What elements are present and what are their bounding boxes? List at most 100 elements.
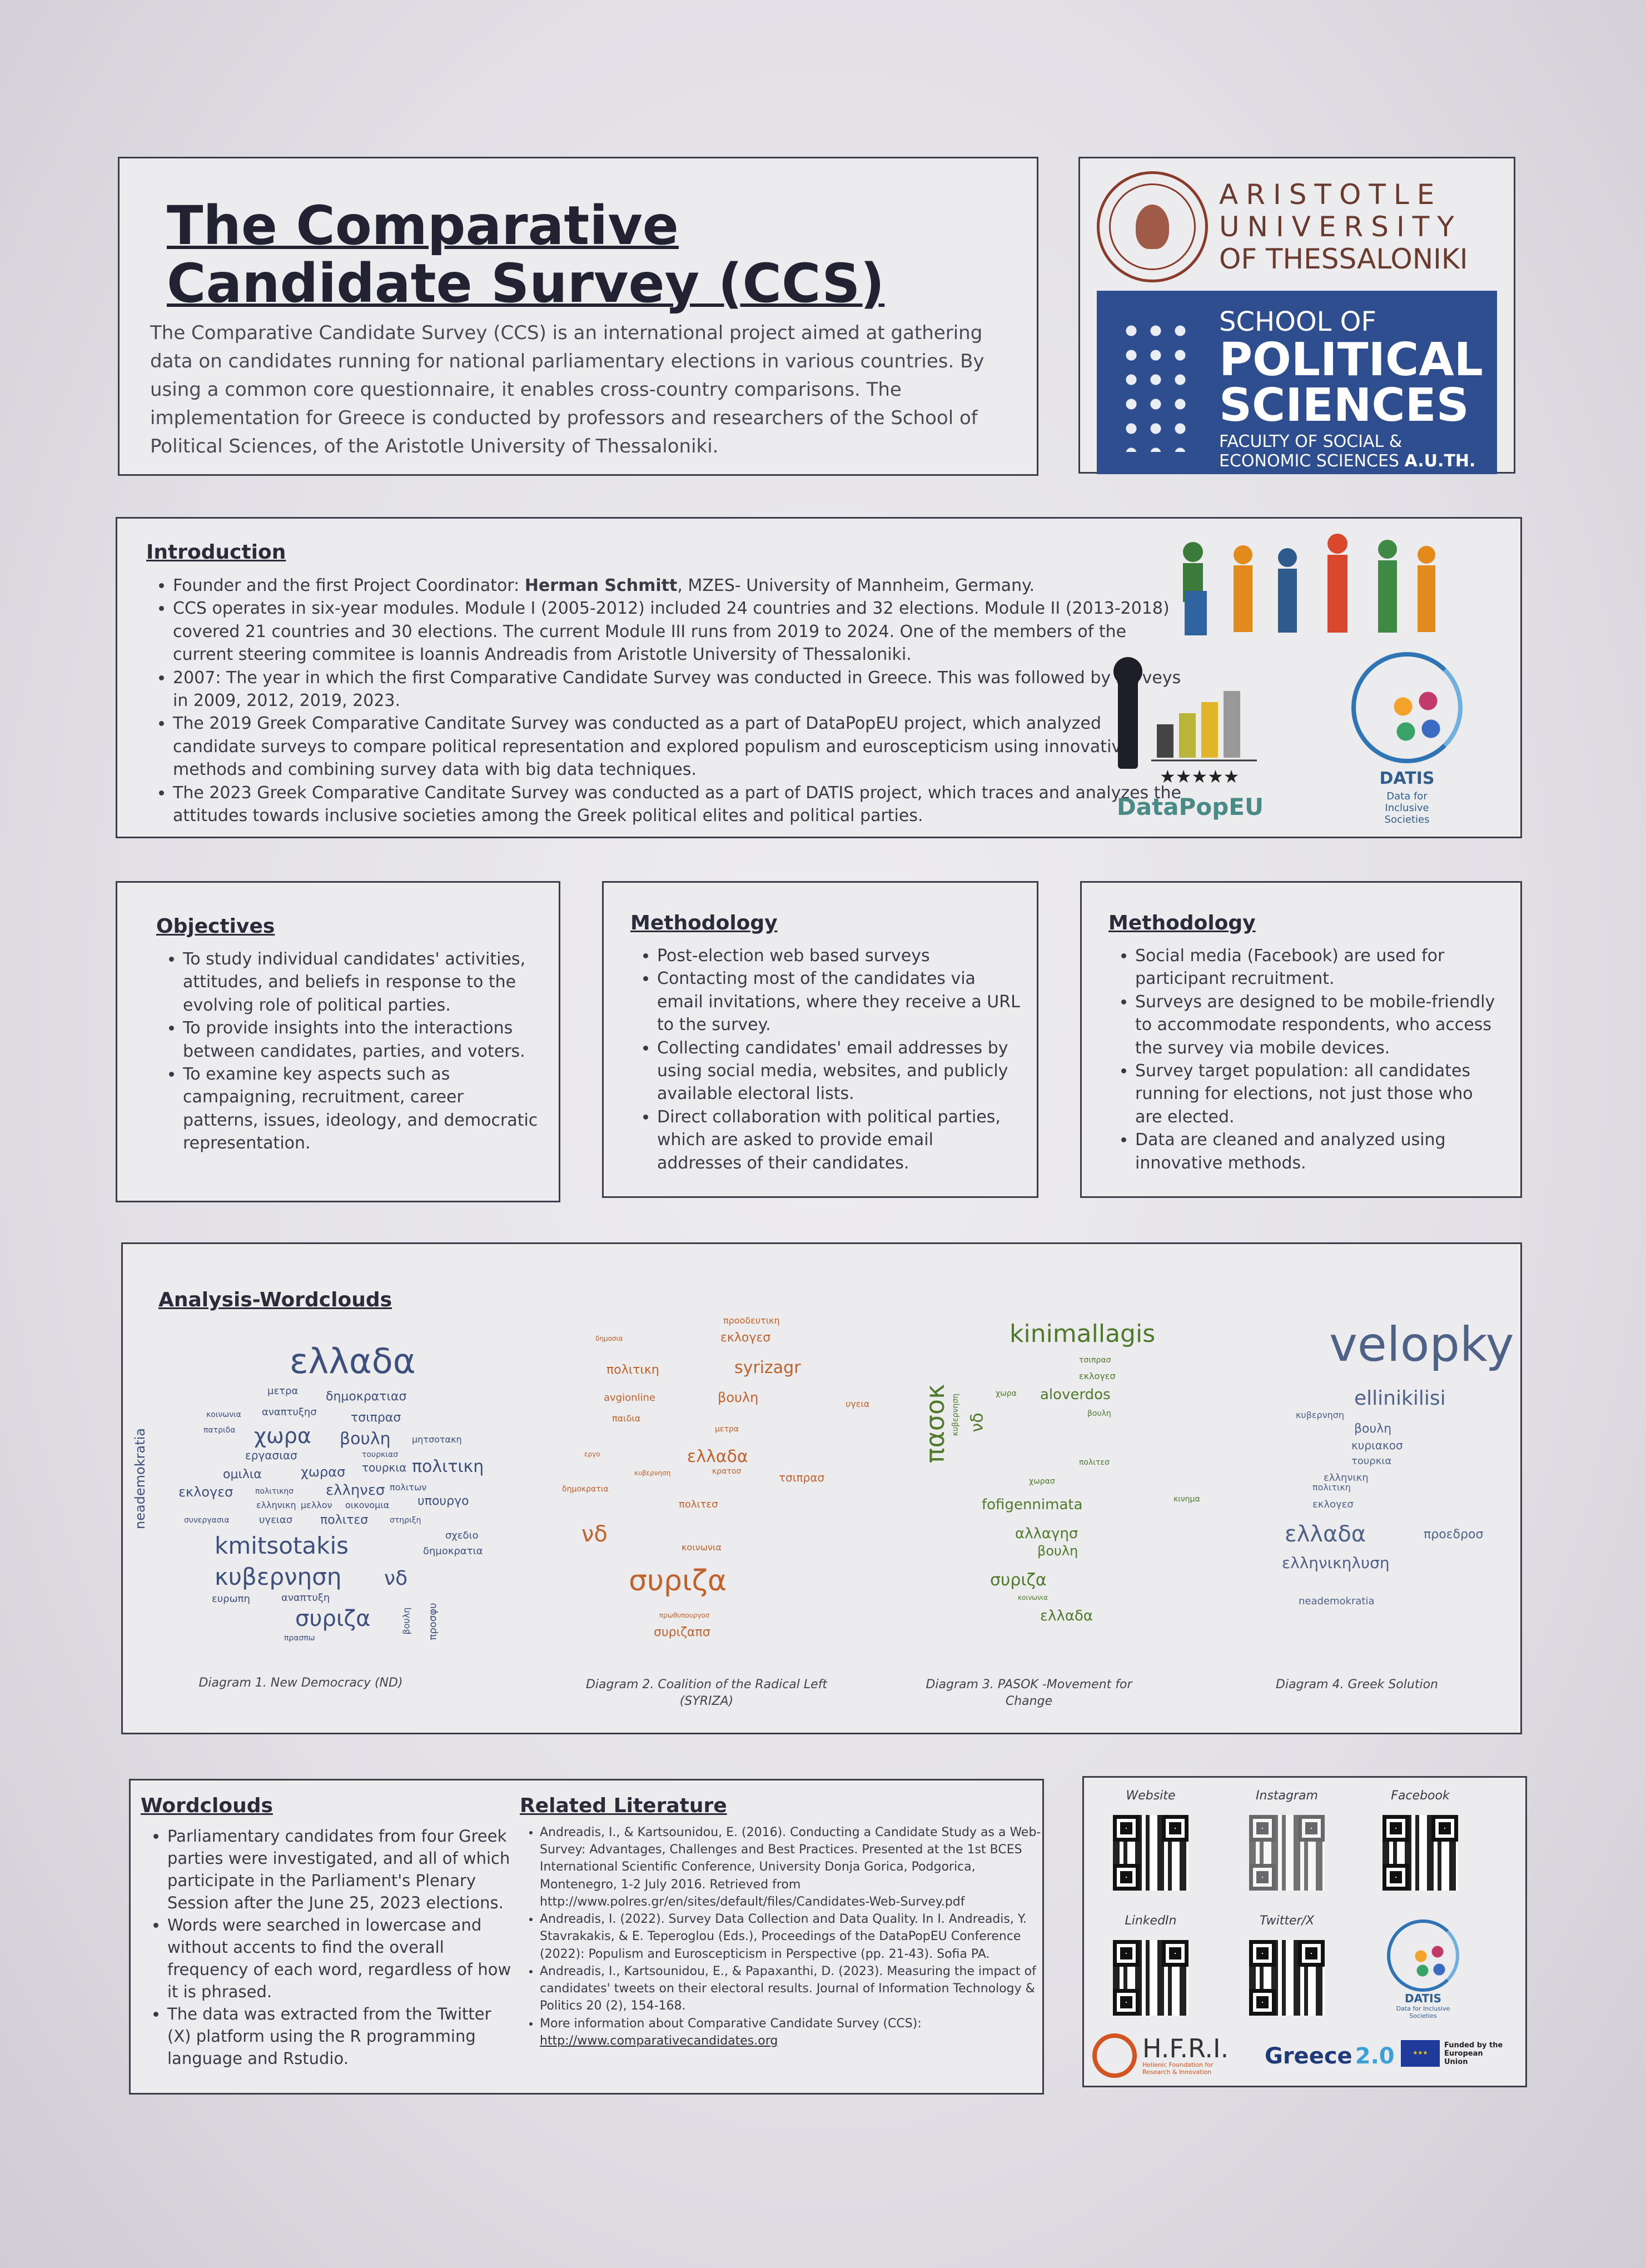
wordcloud-word: κινημα <box>1173 1495 1200 1504</box>
people-illustration-icon <box>1171 530 1449 641</box>
wordcloud-word: προσφυ <box>427 1603 439 1640</box>
list-item: Andreadis, I., & Kartsounidou, E. (2016)… <box>540 1824 1051 1911</box>
links-panel: Website Instagram Facebook LinkedIn Twit… <box>1082 1776 1527 2087</box>
wordcloud-word: τσιπρασ <box>779 1471 825 1484</box>
wordcloud-word: syrizagr <box>734 1358 801 1377</box>
wordcloud-word: βουλη <box>718 1390 759 1405</box>
wordcloud-word: οικονομια <box>345 1500 390 1510</box>
university-name-line1: ARISTOTLE <box>1219 178 1443 211</box>
wordcloud-word: υγειασ <box>259 1514 293 1526</box>
university-name-line3: OF THESSALONIKI <box>1219 243 1468 275</box>
ccs-website-link[interactable]: http://www.comparativecandidates.org <box>540 2033 778 2048</box>
wordcloud-word: πολιτεσ <box>320 1513 369 1527</box>
wordcloud-word: ελλαδα <box>290 1341 416 1381</box>
list-item: Collecting candidates' email addresses b… <box>657 1037 1020 1106</box>
list-item: The data was extracted from the Twitter … <box>167 2003 512 2070</box>
wordcloud-word: πολιτικη <box>1312 1482 1351 1493</box>
wordcloud-word: δημοσια <box>595 1335 623 1342</box>
qr-code-icon <box>1113 1940 1188 2016</box>
greece-2-logo: Greece 2.0 <box>1265 2043 1395 2069</box>
wordcloud-word: πασοκ <box>920 1384 951 1464</box>
list-item: Andreadis, I., Kartsounidou, E., & Papax… <box>540 1963 1051 2015</box>
wordcloud-word: avgionline <box>604 1392 656 1404</box>
list-item: The 2023 Greek Comparative Canditate Sur… <box>173 782 1185 828</box>
university-seal-icon <box>1097 171 1208 282</box>
list-item: Direct collaboration with political part… <box>657 1106 1020 1175</box>
qr-website[interactable]: Website <box>1106 1789 1195 1891</box>
wordcloud-word: μητσοτακη <box>412 1434 462 1445</box>
list-item: More information about Comparative Candi… <box>540 2015 1051 2050</box>
wordcloud-word: τσιπρασ <box>1079 1356 1111 1365</box>
wordcloud-word: κοινωνια <box>1018 1594 1048 1601</box>
wordcloud-word: συριζα <box>990 1570 1047 1590</box>
wordcloud-word: ελληνικη <box>1324 1472 1369 1484</box>
wordcloud-pasok: kinimallagis τσιπρασ εκλογεσ χωρα alover… <box>912 1300 1224 1655</box>
hfri-icon <box>1092 2033 1137 2078</box>
wordcloud-word: ελλαδα <box>1040 1608 1093 1624</box>
qr-instagram[interactable]: Instagram <box>1242 1789 1331 1891</box>
wordcloud-word: aloverdos <box>1040 1386 1111 1403</box>
wordcloud-word: εκλογεσ <box>1079 1371 1116 1381</box>
wordcloud-syriza: προοδευτικη εκλογεσ δημοσια πολιτικη syr… <box>556 1311 901 1655</box>
analysis-panel: Analysis-Wordclouds ελλαδα μετρα δημοκρα… <box>121 1242 1522 1734</box>
wordcloud-word: αναπτυξησ <box>262 1406 317 1418</box>
wordcloud-word: δημοκρατια <box>423 1545 483 1557</box>
wordcloud-word: νδ <box>967 1412 987 1433</box>
wordcloud-word: κοινωνια <box>206 1410 241 1419</box>
qr-facebook[interactable]: Facebook <box>1376 1789 1465 1891</box>
wordcloud-word: κυβερνηση <box>1296 1410 1345 1420</box>
wordcloud-word: βουλη <box>401 1607 412 1635</box>
wordcloud-word: βουλη <box>1354 1422 1392 1436</box>
wordcloud-word: πολιτεσ <box>1079 1458 1110 1467</box>
list-item: Survey target population: all candidates… <box>1135 1060 1504 1128</box>
wordcloud-word: ευρωπη <box>212 1593 250 1605</box>
wordcloud-word: τουρκιασ <box>362 1450 399 1459</box>
wordcloud-word: υγεια <box>846 1399 870 1409</box>
wordcloud-word: δημοκρατιασ <box>326 1390 407 1404</box>
wordcloud-word: νδ <box>384 1567 408 1590</box>
wordcloud-word: kmitsotakis <box>215 1532 349 1559</box>
introduction-panel: Introduction Founder and the first Proje… <box>116 517 1522 838</box>
wordcloud-word: κυριακοσ <box>1351 1439 1403 1452</box>
qr-linkedin[interactable]: LinkedIn <box>1106 1914 1195 2016</box>
wordcloud-word: εκλογεσ <box>1312 1499 1354 1510</box>
wordcloud-word: τουρκια <box>362 1461 407 1474</box>
wordcloud-word: βουλη <box>340 1429 391 1449</box>
wordcloud-word: υπουργο <box>417 1494 469 1508</box>
qr-twitter[interactable]: Twitter/X <box>1242 1914 1331 2016</box>
wordcloud-word: πατριδα <box>203 1426 236 1435</box>
diagram-caption-1: Diagram 1. New Democracy (ND) <box>198 1676 403 1690</box>
list-item: Surveys are designed to be mobile-friend… <box>1135 991 1504 1060</box>
wordcloud-word: πολιτικη <box>606 1363 659 1377</box>
list-item: Parliamentary candidates from four Greek… <box>167 1825 512 1914</box>
wordclouds-heading: Wordclouds <box>141 1794 273 1817</box>
wordcloud-word: χωρα <box>996 1389 1017 1398</box>
qr-code-icon <box>1383 1815 1458 1891</box>
methodology-panel-1: Methodology Post-election web based surv… <box>602 881 1038 1198</box>
wordcloud-word: παιδια <box>612 1413 641 1424</box>
diagram-caption-4: Diagram 4. Greek Solution <box>1276 1678 1438 1692</box>
wordcloud-word: μετρα <box>267 1385 299 1397</box>
wordcloud-word: συνεργασια <box>184 1516 230 1525</box>
wordcloud-word: πρασπω <box>284 1634 315 1643</box>
wordcloud-word: βουλη <box>1037 1543 1078 1559</box>
list-item: Post-election web based surveys <box>657 944 1020 967</box>
wordcloud-word: μετρα <box>715 1425 739 1434</box>
wordcloud-word: κυβερνηση <box>634 1469 671 1477</box>
methodology-heading-2: Methodology <box>1108 912 1256 934</box>
school-logo: SCHOOL OF POLITICAL SCIENCES FACULTY OF … <box>1097 291 1497 474</box>
qr-code-icon <box>1249 1815 1325 1891</box>
wordcloud-word: κυβερνηση <box>951 1393 961 1436</box>
introduction-heading: Introduction <box>146 541 286 564</box>
datis-icon <box>1351 652 1463 763</box>
wordcloud-word: πολιτικη <box>412 1457 484 1476</box>
datapopeu-label: DataPopEU <box>1116 793 1264 820</box>
wordcloud-greek-solution: velopky ellinikilisi κυβερνηση βουλη κυρ… <box>1235 1300 1514 1655</box>
wordcloud-word: αλλαγησ <box>1015 1525 1078 1542</box>
wordcloud-word: neademokratia <box>1299 1595 1375 1607</box>
objectives-panel: Objectives To study individual candidate… <box>116 881 560 1202</box>
datis-logo: DATIS Data for Inclusive Societies <box>1340 652 1474 830</box>
wordcloud-word: ελληνικη <box>256 1500 296 1510</box>
list-item: The 2019 Greek Comparative Canditate Sur… <box>173 712 1185 781</box>
wordcloud-word: τουρκια <box>1351 1455 1392 1467</box>
